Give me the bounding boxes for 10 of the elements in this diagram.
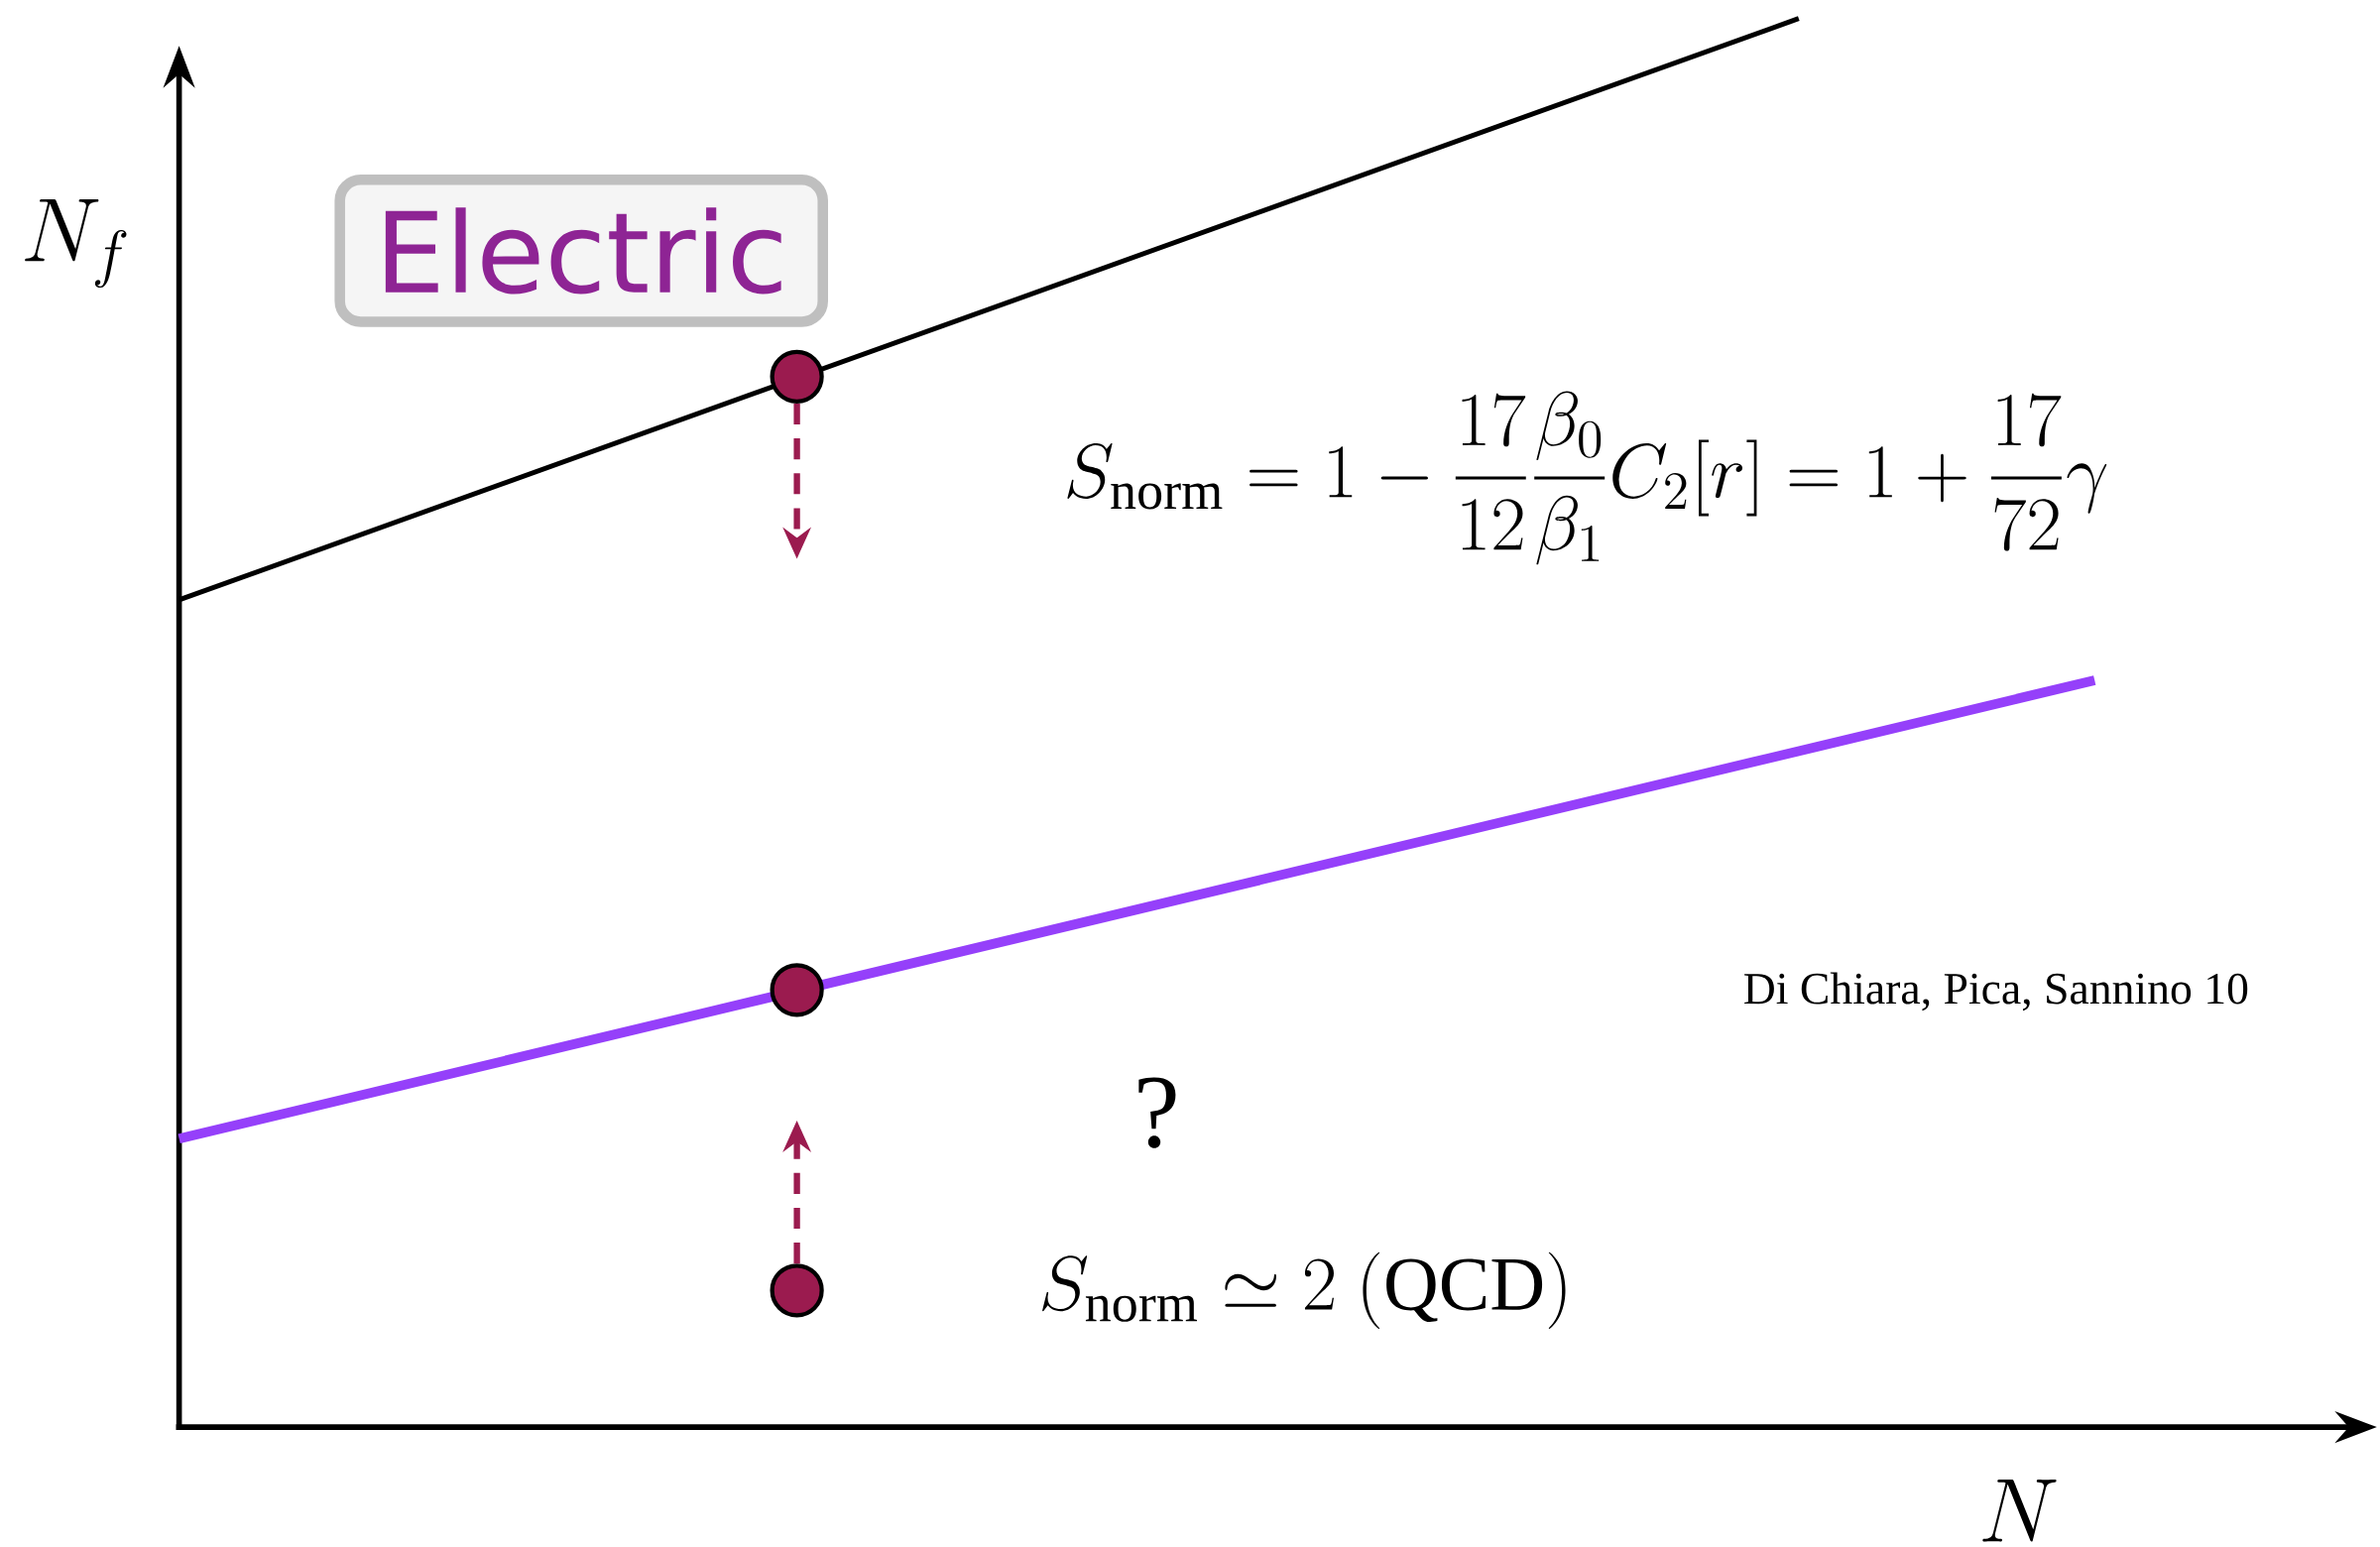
question-mark: ? xyxy=(1138,1077,1176,1148)
point-marker xyxy=(770,1263,824,1318)
axis-label: $N_f$ xyxy=(25,198,127,289)
formula: $S_{\mathrm{norm}} \simeq 2\ (\mathrm{QCD})$ xyxy=(1042,1251,1566,1329)
axis-label: $N$ xyxy=(1982,1480,2057,1542)
label-box: Electric xyxy=(334,174,828,327)
formula: $S_{\mathrm{norm}} = 1 - \frac{17}{12}\frac{\beta_0}{\beta_1}C_2[r] = 1 + \frac{17}{72}\gamma$ xyxy=(1067,391,2107,565)
point-marker xyxy=(770,349,824,404)
point-marker xyxy=(770,963,824,1017)
citation-text: Di Chiara, Pica, Sannino 10 xyxy=(1744,972,2248,1012)
